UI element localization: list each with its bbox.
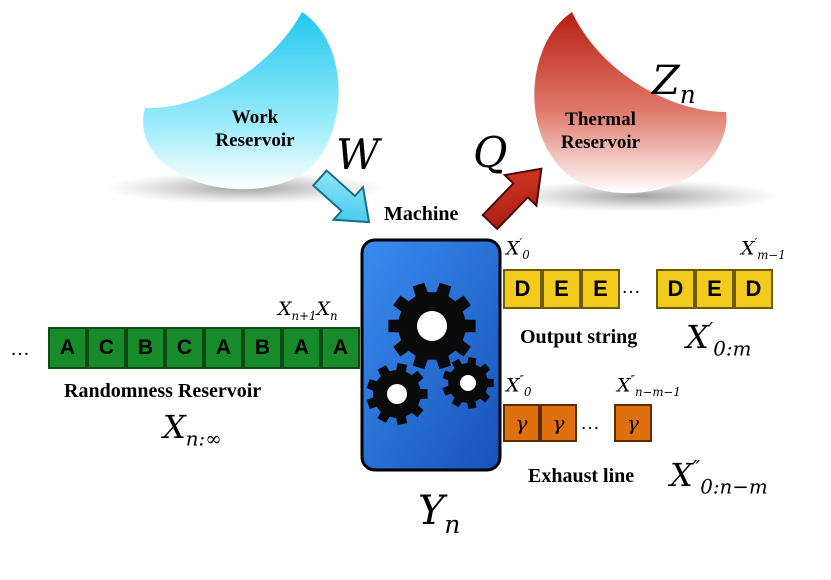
output-cell: D	[503, 269, 542, 309]
output-cell: E	[542, 269, 581, 309]
randomness-reservoir-label: Randomness Reservoir	[64, 380, 262, 402]
output-cell: E	[695, 269, 734, 309]
thermal-reservoir-shape	[500, 12, 780, 212]
work-symbol: W	[336, 130, 380, 179]
tape-index-label: Xn+1Xn	[278, 298, 338, 323]
heat-symbol: Q	[473, 128, 508, 177]
output-ellipsis: …	[621, 276, 643, 298]
gear-icon	[366, 363, 428, 425]
gear-hole	[460, 375, 476, 391]
work-reservoir-shape	[105, 12, 385, 204]
work-reservoir-label: Work Reservoir	[215, 107, 295, 151]
exhaust-index-last: X″n−m−1	[617, 373, 681, 400]
heat-arrow	[481, 167, 543, 231]
randomness-cell: A	[282, 327, 321, 369]
output-cell: D	[656, 269, 695, 309]
exhaust-cell: γ	[503, 404, 540, 442]
randomness-cell: A	[48, 327, 87, 369]
gear-icon	[388, 282, 476, 370]
output-cell: D	[734, 269, 773, 309]
thermal-state-symbol: Zn	[652, 58, 696, 109]
randomness-symbol: Xn:∞	[163, 408, 222, 451]
gear-hole	[417, 311, 447, 341]
randomness-cell: A	[321, 327, 360, 369]
randomness-cell: B	[243, 327, 282, 369]
gear-icon	[442, 357, 494, 409]
gear-hole	[387, 384, 407, 404]
output-index-first: X′0	[506, 236, 530, 263]
exhaust-cell: γ	[614, 404, 652, 442]
exhaust-symbol: X″0:n−m	[670, 456, 768, 499]
machine-label: Machine	[384, 203, 459, 225]
exhaust-ellipsis: …	[580, 412, 602, 434]
output-symbol: X′0:m	[686, 318, 752, 361]
randomness-cell: B	[126, 327, 165, 369]
exhaust-line-label: Exhaust line	[528, 465, 635, 487]
randomness-ellipsis: …	[10, 338, 32, 360]
work-arrow	[311, 169, 371, 224]
output-cell: E	[581, 269, 620, 309]
machine-state-symbol: Yn	[418, 488, 461, 539]
thermal-reservoir-label: Thermal Reservoir	[560, 109, 641, 153]
output-index-last: X′m−1	[741, 236, 786, 263]
output-string-label: Output string	[520, 326, 638, 348]
randomness-cell: C	[87, 327, 126, 369]
randomness-cell: C	[165, 327, 204, 369]
exhaust-cell: γ	[540, 404, 577, 442]
exhaust-index-first: X″0	[506, 373, 532, 400]
randomness-cell: A	[204, 327, 243, 369]
